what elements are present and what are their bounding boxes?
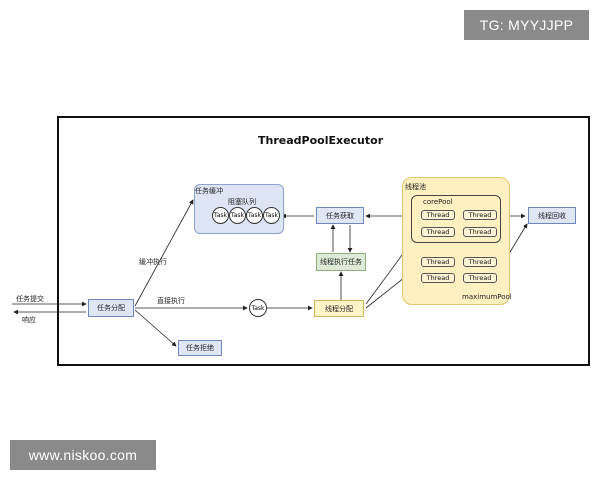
task-dispatch-node: 任务分配 xyxy=(88,299,134,317)
core-pool-label: corePool xyxy=(423,198,453,206)
task-reject-node: 任务拒绝 xyxy=(178,340,222,356)
thread-assign-node: 线程分配 xyxy=(314,300,364,317)
thread-node: Thread xyxy=(463,210,497,220)
direct-task-node: Task xyxy=(249,299,267,317)
thread-node: Thread xyxy=(421,227,455,237)
thread-exec-task-node: 线程执行任务 xyxy=(316,253,366,271)
thread-node: Thread xyxy=(463,257,497,267)
core-pool-group xyxy=(411,195,501,243)
diagram-title: ThreadPoolExecutor xyxy=(258,134,384,147)
direct-exec-label: 直接执行 xyxy=(157,297,185,305)
thread-pool-label: 线程池 xyxy=(405,183,426,191)
response-label: 响应 xyxy=(22,316,36,324)
queue-task: Task xyxy=(229,207,246,224)
task-fetch-node: 任务获取 xyxy=(316,207,364,224)
thread-node: Thread xyxy=(421,257,455,267)
queue-task: Task xyxy=(212,207,229,224)
buffer-exec-label: 缓冲执行 xyxy=(139,258,167,266)
thread-recycle-node: 线程回收 xyxy=(528,207,576,224)
watermark-top: TG: MYYJJPP xyxy=(464,10,589,40)
queue-task: Task xyxy=(263,207,280,224)
thread-node: Thread xyxy=(463,227,497,237)
thread-node: Thread xyxy=(421,273,455,283)
thread-node: Thread xyxy=(463,273,497,283)
queue-task: Task xyxy=(246,207,263,224)
maximum-pool-label: maximumPool xyxy=(462,293,512,301)
task-buffer-label: 任务缓冲 xyxy=(195,187,223,195)
thread-pool-group xyxy=(402,177,510,305)
watermark-bottom: www.niskoo.com xyxy=(10,440,156,470)
blocking-queue-label: 阻塞队列 xyxy=(228,198,256,206)
task-submit-label: 任务提交 xyxy=(16,295,44,303)
thread-node: Thread xyxy=(421,210,455,220)
